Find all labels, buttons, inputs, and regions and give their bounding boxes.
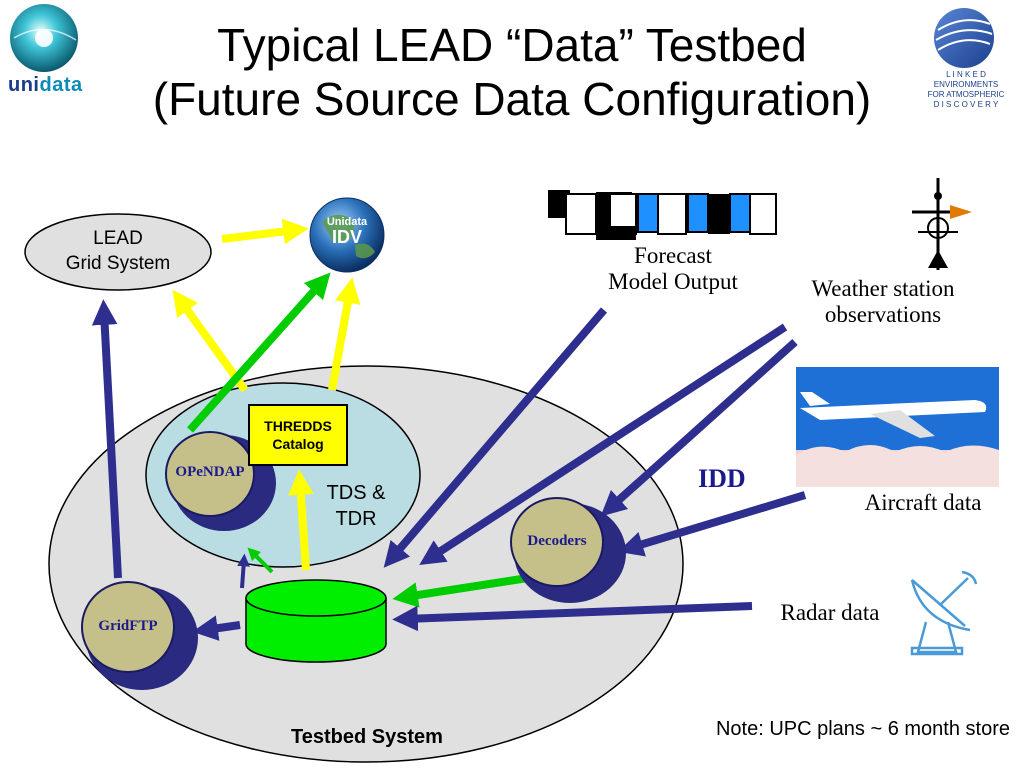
supercomputer-icon: [548, 190, 777, 240]
unidata-uni: uni: [8, 74, 40, 96]
unidata-logo-icon: [10, 4, 78, 72]
lead-grid-ellipse: [24, 213, 212, 291]
lead-logo-line-4: D I S C O V E R Y: [933, 100, 999, 109]
store-note: Note: UPC plans ~ 6 month store: [715, 718, 1010, 740]
tds-tdr-label: TDS & TDR: [326, 482, 386, 530]
data-store-cylinder: [245, 579, 387, 663]
arrow-lead-to-idv: [221, 218, 309, 245]
radar-dish-icon: [910, 570, 978, 656]
arrow-forecast-to-tds: [383, 307, 608, 568]
arrow-weather-to-tds: [419, 323, 788, 565]
thredds-line-1: THREDDS: [264, 418, 332, 434]
idd-label: IDD: [698, 464, 746, 493]
forecast-model-label: Forecast Model Output: [608, 243, 738, 294]
arrow-thredds-to-idv: [328, 277, 361, 391]
lead-logo-line-2: ENVIRONMENTS: [933, 80, 999, 89]
lead-grid-label: LEAD Grid System: [65, 228, 171, 274]
arrow-opendap-to-idv: [187, 272, 331, 433]
title-line-2: (Future Source Data Configuration): [152, 73, 872, 125]
aircraft-photo: [796, 367, 999, 487]
opendap-label: OPeNDAP: [175, 464, 245, 480]
gridftp-bubble: [81, 581, 198, 690]
arrow-cylinder-to-thredds: [288, 469, 314, 571]
arrow-cylinder-to-tds: [247, 547, 274, 574]
slide-title: Typical LEAD “Data” Testbed (Future Sour…: [60, 18, 964, 126]
lead-logo-line-1: L I N K E D: [946, 70, 986, 79]
idv-logo-line-1: Unidata: [326, 216, 368, 228]
arrow-radar-to-cylinder: [392, 602, 753, 632]
arrow-gridftp-to-lead: [91, 299, 122, 579]
testbed-system-label: Testbed System: [291, 726, 443, 748]
radar-data-label: Radar data: [780, 600, 880, 625]
gridftp-label: GridFTP: [98, 618, 158, 634]
decoders-bubble: [510, 497, 626, 603]
unidata-logo-text: unidata: [8, 74, 83, 97]
arrow-weather-to-decoders: [600, 339, 798, 517]
aircraft-data-label: Aircraft data: [864, 490, 982, 515]
weather-vane-icon: [912, 178, 972, 270]
arrow-aircraft-to-decoders: [617, 491, 807, 557]
unidata-data: data: [39, 74, 83, 96]
arrow-decoders-to-cylinder: [392, 574, 529, 608]
lead-logo-icon: [934, 8, 994, 68]
thredds-line-2: Catalog: [272, 436, 324, 452]
arrow-cylinder-to-opendap: [237, 553, 250, 589]
weather-station-label: Weather station observations: [811, 276, 955, 327]
idv-logo-line-2: IDV: [331, 227, 362, 247]
title-line-1: Typical LEAD “Data” Testbed: [217, 19, 807, 71]
thredds-catalog-box: THREDDS Catalog: [248, 404, 348, 466]
lead-logo-line-3: FOR ATMOSPHERIC: [927, 90, 1005, 99]
idv-logo-text: Unidata IDV: [316, 216, 378, 246]
idv-globe-icon: [309, 197, 385, 273]
decoders-label: Decoders: [527, 533, 587, 549]
lead-logo-text: L I N K E D ENVIRONMENTS FOR ATMOSPHERIC…: [916, 70, 1016, 110]
arrow-cylinder-to-gridftp: [192, 615, 241, 641]
